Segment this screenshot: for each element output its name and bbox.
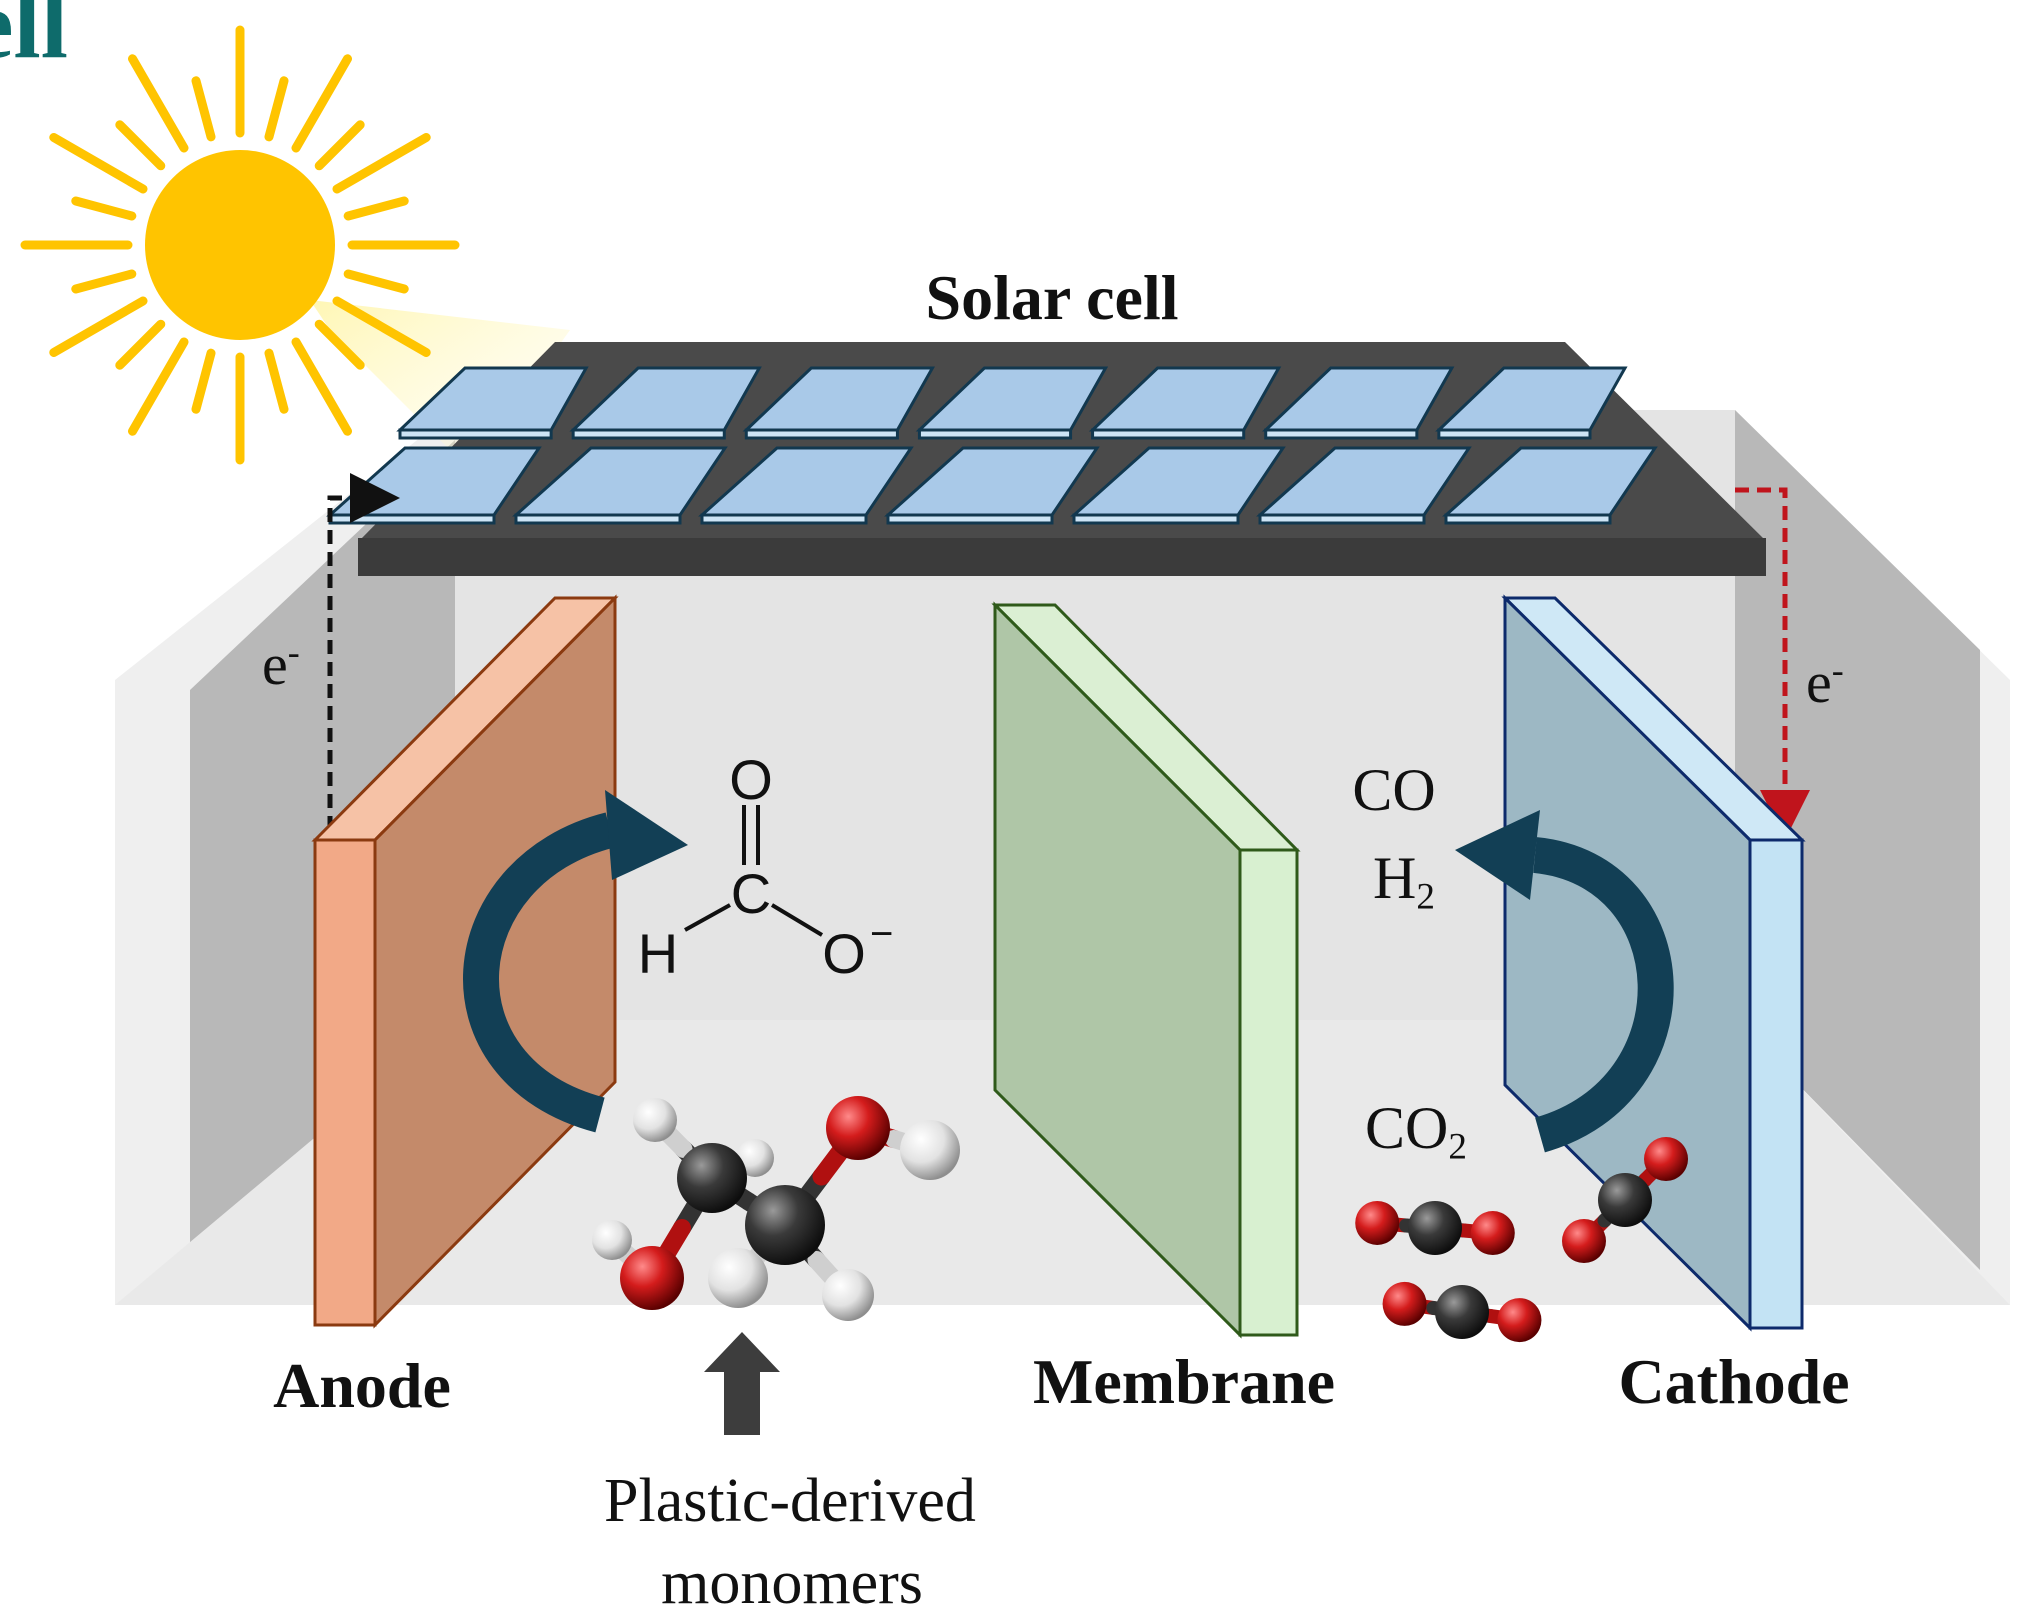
- solar-panel-cell-edge: [886, 513, 1054, 525]
- electron-right-label: e-: [1806, 650, 1844, 715]
- formate-structure: [684, 805, 824, 937]
- header-fragment: ell: [0, 0, 68, 79]
- sun-ray: [115, 319, 166, 370]
- solar-panel-cell-edge: [744, 428, 899, 440]
- membrane-sheet: [991, 601, 1301, 1339]
- hydrogen-atom: [900, 1120, 960, 1180]
- anode-label: Anode: [273, 1350, 451, 1421]
- sun-ray: [128, 54, 189, 153]
- carbon-atom: [677, 1143, 747, 1213]
- hydrogen-atom: [736, 1139, 774, 1177]
- sun-ray: [71, 196, 137, 221]
- sun-ray: [128, 337, 189, 436]
- solar-panel-cell-edge: [571, 428, 726, 440]
- electron-path-right: [1735, 487, 1810, 840]
- hydrogen-atom: [592, 1220, 632, 1260]
- solar-panel-cell-edge: [398, 428, 553, 440]
- oxygen-atom: [1644, 1136, 1689, 1181]
- membrane-label: Membrane: [1032, 1346, 1336, 1417]
- feed-label-line1: Plastic-derived: [604, 1467, 976, 1535]
- product-h2-label: H2: [1373, 845, 1435, 918]
- oxygen-atom: [826, 1096, 890, 1160]
- formate-atom-h: H: [637, 922, 679, 985]
- cathode-electrode: [1501, 594, 1806, 1332]
- carbon-atom: [1435, 1285, 1489, 1339]
- carbon-atom: [1598, 1173, 1652, 1227]
- sun-ray: [264, 76, 289, 142]
- oxygen-atom: [620, 1246, 684, 1310]
- carbon-atom: [745, 1185, 825, 1265]
- solar-panel-cell-edge: [514, 513, 682, 525]
- solar-panel-cell-edge: [328, 513, 496, 525]
- sun-ray: [115, 120, 166, 171]
- solar-panel-cell-edge: [1264, 428, 1419, 440]
- sun-ray: [332, 296, 431, 357]
- oxygen-atom: [1561, 1219, 1606, 1264]
- oxygen-atom: [1470, 1211, 1515, 1256]
- sun-ray: [343, 269, 409, 294]
- oxygen-atom: [1355, 1200, 1400, 1245]
- formate-atom-o-minus: O: [822, 922, 866, 985]
- solar-panel-cell-edge: [700, 513, 868, 525]
- hydrogen-atom: [822, 1269, 874, 1321]
- formate-atom-o-top: O: [729, 748, 773, 811]
- sun-icon: [20, 25, 570, 470]
- hydrogen-atom: [708, 1248, 768, 1308]
- sun-ray: [332, 133, 431, 194]
- solar-panel-cell-edge: [1258, 513, 1426, 525]
- feed-up-arrow: [704, 1332, 780, 1435]
- reduction-arrow: [1455, 810, 1674, 1153]
- sun-ray: [49, 296, 148, 357]
- electron-left-label: e-: [262, 632, 300, 697]
- sun-ray: [314, 120, 365, 171]
- sun-ray: [49, 133, 148, 194]
- sun-ray: [291, 54, 352, 153]
- solar-panel-cell-edge: [1091, 428, 1246, 440]
- formate-atom-c: C: [730, 862, 772, 925]
- solar-cell-label: Solar cell: [925, 262, 1179, 333]
- solar-panel: [326, 342, 1766, 576]
- electron-path-left: [327, 473, 400, 830]
- solar-panel-cell-edge: [917, 428, 1073, 440]
- sun-ray: [314, 319, 365, 370]
- reactant-co2-label: CO2: [1365, 1095, 1467, 1168]
- formate-charge: −: [870, 912, 894, 956]
- oxygen-atom: [1382, 1281, 1427, 1326]
- oxygen-atom: [1497, 1298, 1542, 1343]
- sun-ray: [343, 196, 409, 221]
- sun-ray: [291, 337, 352, 436]
- sun-ray: [71, 269, 137, 294]
- carbon-atom: [1408, 1201, 1462, 1255]
- solar-panel-cell-edge: [1444, 513, 1612, 525]
- product-co-label: CO: [1352, 757, 1436, 823]
- sun-ray: [191, 348, 216, 414]
- oxidation-arrow: [463, 790, 688, 1133]
- cathode-label: Cathode: [1618, 1346, 1850, 1417]
- molecule-layer: [592, 1096, 1689, 1343]
- hydrogen-atom: [633, 1098, 677, 1142]
- sun-ray: [264, 348, 289, 414]
- sun-ray: [191, 76, 216, 142]
- feed-label-line2: monomers: [661, 1549, 923, 1617]
- solar-panel-cell-edge: [1072, 513, 1240, 525]
- solar-panel-cell-edge: [1437, 428, 1592, 440]
